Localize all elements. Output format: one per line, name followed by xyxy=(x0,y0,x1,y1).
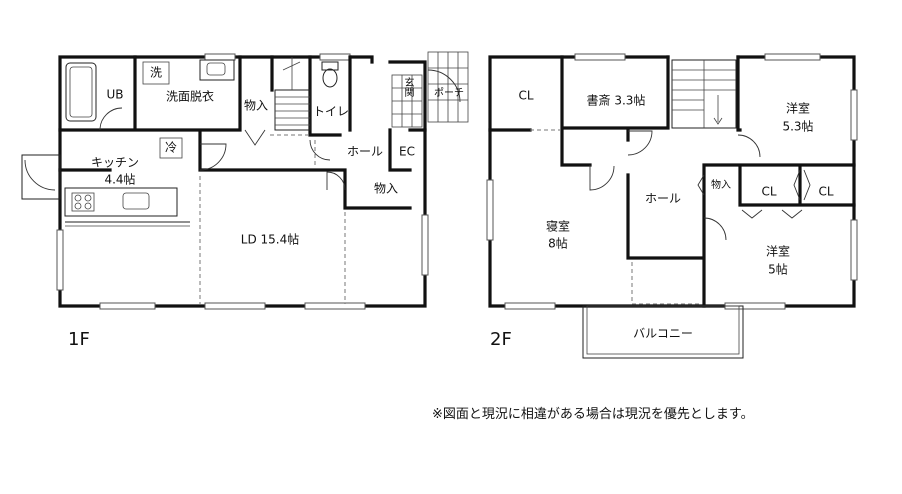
label-western-b-size: 5帖 xyxy=(768,262,788,277)
label-western-a-size: 5.3帖 xyxy=(782,119,813,134)
label-study: 書斎 3.3帖 xyxy=(587,93,646,108)
label-storage-2f: 物入 xyxy=(711,178,731,191)
1f-doors xyxy=(99,107,346,191)
1f-washbasin xyxy=(199,59,235,81)
1f-labels: UB 洗 洗面脱衣 物入 トイレ 玄関 ポーチ キッチン 4.4帖 冷 ホール … xyxy=(68,66,464,351)
label-porch: ポーチ xyxy=(434,87,464,99)
label-cl-2f-a: CL xyxy=(518,89,533,103)
label-bedroom: 寝室 xyxy=(546,219,570,234)
floor-label-1f: 1F xyxy=(68,329,90,350)
1f-kitchen-counter xyxy=(64,187,190,227)
1f-genkan-tiles xyxy=(391,74,423,128)
label-ld: LD 15.4帖 xyxy=(241,232,299,247)
1f-washer-space xyxy=(142,61,170,85)
label-storage-1f-b: 物入 xyxy=(374,182,398,196)
label-hall-1f: ホール xyxy=(347,145,383,159)
2f-stairs xyxy=(671,59,737,129)
2f-labels: CL 書斎 3.3帖 洋室 5.3帖 物入 CL CL ホール 寝室 8帖 洋室… xyxy=(490,89,834,351)
1f-toilet-fixture xyxy=(322,68,338,88)
1f-windows xyxy=(56,53,429,310)
1f-dashed-lines xyxy=(199,134,346,304)
label-western-b: 洋室 xyxy=(766,244,790,259)
label-kitchen: キッチン xyxy=(91,156,139,170)
disclaimer-note: ※図面と現況に相違がある場合は現況を優先とします。 xyxy=(432,407,754,422)
label-hall-2f: ホール xyxy=(645,192,681,206)
1f-porch xyxy=(427,51,469,123)
label-washroom: 洗面脱衣 xyxy=(166,89,214,104)
2f-dashed-lines xyxy=(530,129,702,305)
label-ec: EC xyxy=(399,145,415,159)
floor-label-2f: 2F xyxy=(490,329,512,350)
label-balcony: バルコニー xyxy=(633,327,693,341)
label-ub: UB xyxy=(106,88,123,102)
label-cl-2f-c: CL xyxy=(818,185,833,199)
label-bedroom-size: 8帖 xyxy=(548,236,568,251)
label-fridge: 冷 xyxy=(165,141,177,155)
label-kitchen-size: 4.4帖 xyxy=(104,172,135,187)
label-sento: 洗 xyxy=(150,66,162,80)
label-storage-1f-a: 物入 xyxy=(244,99,268,113)
1f-bathtub xyxy=(65,62,97,122)
label-toilet: トイレ xyxy=(313,105,349,119)
label-western-a: 洋室 xyxy=(786,101,810,116)
label-genkan: 玄関 xyxy=(402,76,414,98)
1f-fridge xyxy=(159,137,183,159)
2f-balcony xyxy=(582,305,744,359)
2f-doors xyxy=(589,130,811,241)
floor-1f xyxy=(21,51,469,310)
2f-interior-walls xyxy=(488,55,856,308)
label-cl-2f-b: CL xyxy=(761,185,776,199)
floor-2f xyxy=(486,53,858,359)
1f-stairs xyxy=(274,57,311,131)
1f-kitchen-exterior xyxy=(21,154,61,200)
2f-windows xyxy=(486,53,858,310)
